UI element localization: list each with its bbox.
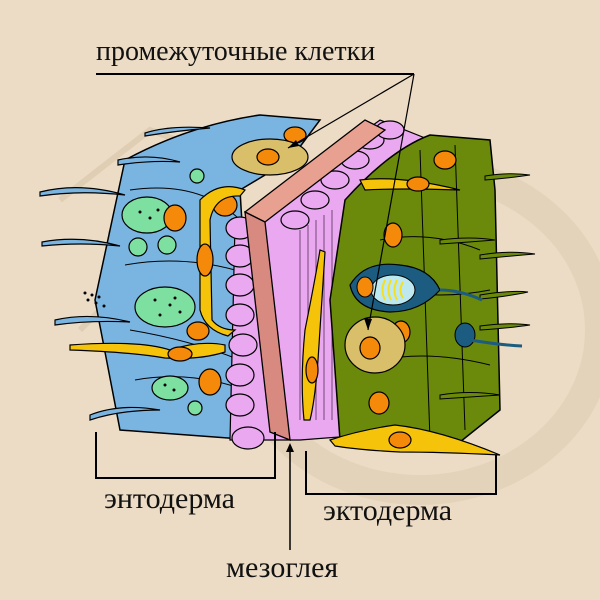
endoderm-bracket <box>95 432 276 479</box>
arrow-head-meso <box>286 443 294 452</box>
label-ectoderm: эктодерма <box>323 494 453 527</box>
pointer-line-1 <box>287 73 415 149</box>
pointer-line-2 <box>367 73 415 331</box>
ectoderm-bracket <box>305 451 497 495</box>
mesoglea-layer <box>243 119 387 442</box>
ectoderm-nuclei <box>368 150 457 415</box>
ectoderm-layer <box>329 134 536 451</box>
arrow-head-2 <box>364 318 372 330</box>
arrow-head-1 <box>288 140 299 148</box>
label-endoderm: энтодерма <box>104 482 236 515</box>
label-mesoglea: мезоглея <box>226 551 339 584</box>
label-interstitial-cells: промежуточные клетки <box>96 36 376 67</box>
cnidocyte <box>349 263 523 348</box>
gland-cells <box>121 168 205 416</box>
nerve-cells <box>69 176 501 456</box>
annotation-lines <box>95 73 497 550</box>
